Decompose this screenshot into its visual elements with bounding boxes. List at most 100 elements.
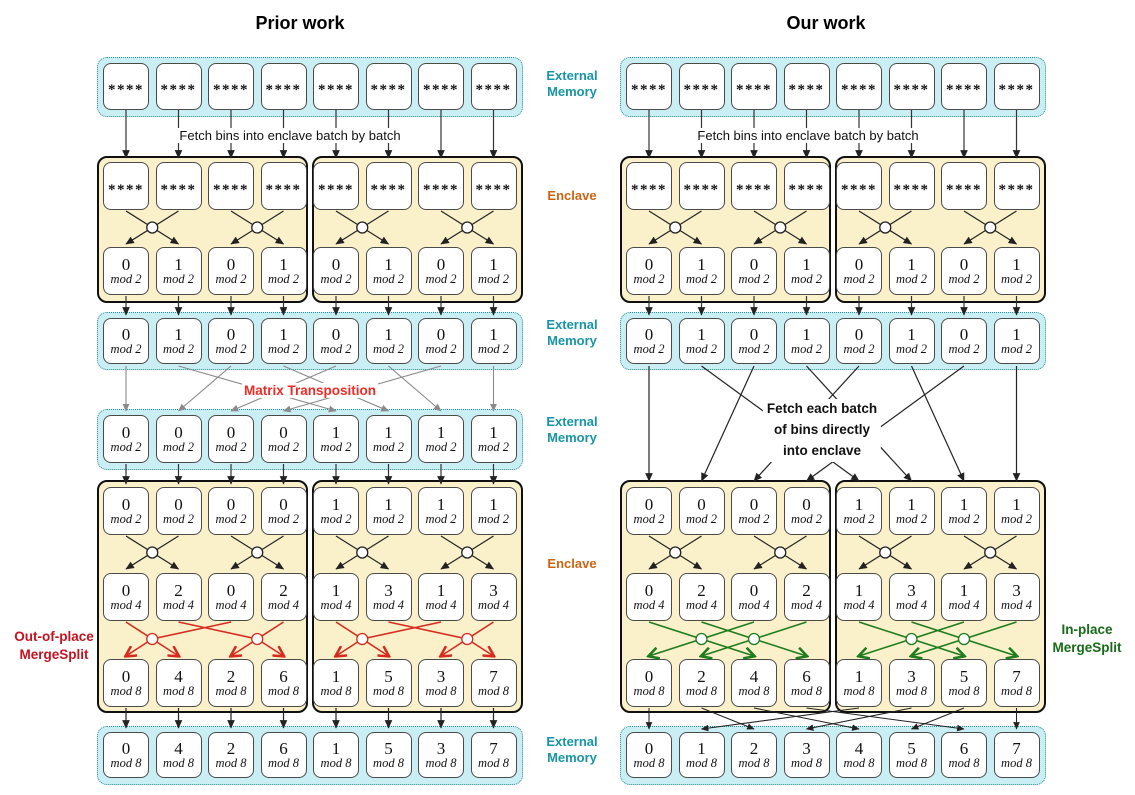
arrow (178, 365, 232, 412)
bin-placeholder: **** (108, 82, 144, 98)
bin-mod-label: mod 4 (268, 598, 299, 613)
prior-enc_top_in-cell: **** (313, 162, 359, 210)
bin-value: 0 (226, 580, 236, 600)
fetch-direct-note: Fetch each batch of bins directly into e… (762, 399, 882, 462)
our-ext_top-cell: **** (941, 63, 987, 110)
bin-value: 2 (226, 738, 236, 758)
bin-mod-label: mod 2 (686, 512, 717, 527)
bin-placeholder: **** (788, 82, 825, 98)
bin-mod-label: mod 2 (110, 440, 142, 455)
bin-mod-label: mod 2 (1001, 512, 1032, 527)
our-ext_top-cell: **** (783, 63, 830, 110)
our-enc_top_in-cell: **** (783, 162, 830, 210)
label-external-memory-bottom: External Memory (546, 734, 598, 766)
bin-mod-label: mod 2 (110, 272, 142, 287)
bin-value: 0 (802, 494, 811, 514)
bin-mod-label: mod 2 (373, 272, 404, 287)
prior-enc_top_in-cell: **** (418, 162, 464, 210)
prior-ext_top-cell: **** (155, 63, 202, 110)
bin-mod-label: mod 2 (791, 512, 822, 527)
bin-placeholder: **** (631, 181, 667, 198)
bin-mod-label: mod 8 (163, 684, 194, 699)
bin-value: 2 (802, 580, 811, 600)
prior-enc_top_in-cell: **** (155, 162, 202, 210)
bin-value: 0 (644, 580, 654, 600)
bin-value: 0 (331, 254, 341, 274)
out-of-place-mergesplit-label: Out-of-place MergeSplit (14, 629, 94, 662)
our-ext_top-cell: **** (888, 63, 935, 110)
fetch-batch-note-our: Fetch bins into enclave batch by batch (694, 128, 922, 143)
our-ext_top-cell: **** (731, 63, 777, 110)
our-ext_top-cell: **** (678, 63, 725, 110)
bin-placeholder: **** (108, 181, 144, 198)
bin-placeholder: **** (946, 181, 982, 198)
bin-mod-label: mod 2 (686, 342, 717, 357)
in-place-mergesplit-label: In-place MergeSplit (1052, 622, 1122, 655)
bin-placeholder: **** (998, 82, 1035, 98)
bin-value: 1 (959, 494, 969, 514)
bin-value: 1 (331, 738, 341, 758)
bin-value: 6 (279, 666, 288, 686)
bin-value: 1 (384, 494, 393, 514)
our-ext_top-cell: **** (993, 63, 1040, 110)
bin-value: 7 (1012, 738, 1021, 758)
bin-value: 2 (226, 666, 236, 686)
bin-mod-label: mod 2 (948, 272, 980, 287)
bin-value: 1 (907, 254, 916, 274)
bin-value: 0 (279, 494, 288, 514)
bin-value: 7 (1012, 666, 1021, 686)
bin-value: 1 (959, 580, 969, 600)
bin-mod-label: mod 2 (633, 342, 665, 357)
bin-mod-label: mod 2 (110, 342, 142, 357)
bin-placeholder: **** (998, 181, 1035, 198)
bin-placeholder: **** (841, 82, 877, 98)
bin-placeholder: **** (213, 82, 249, 98)
bin-value: 1 (436, 422, 446, 442)
prior-ext_top-cell: **** (418, 63, 464, 110)
our-enc_top_in-cell: **** (888, 162, 935, 210)
bin-mod-label: mod 8 (425, 756, 457, 771)
bin-value: 1 (436, 494, 446, 514)
bin-value: 1 (279, 254, 288, 274)
bin-mod-label: mod 2 (373, 440, 404, 455)
bin-value: 0 (121, 324, 131, 344)
bin-value: 3 (489, 580, 498, 600)
bin-mod-label: mod 2 (478, 512, 509, 527)
bin-value: 2 (749, 738, 759, 758)
bin-value: 1 (331, 422, 341, 442)
bin-placeholder: **** (370, 181, 407, 198)
label-enclave-bottom: Enclave (547, 556, 597, 571)
bin-placeholder: **** (736, 82, 772, 98)
bin-value: 1 (489, 422, 498, 442)
